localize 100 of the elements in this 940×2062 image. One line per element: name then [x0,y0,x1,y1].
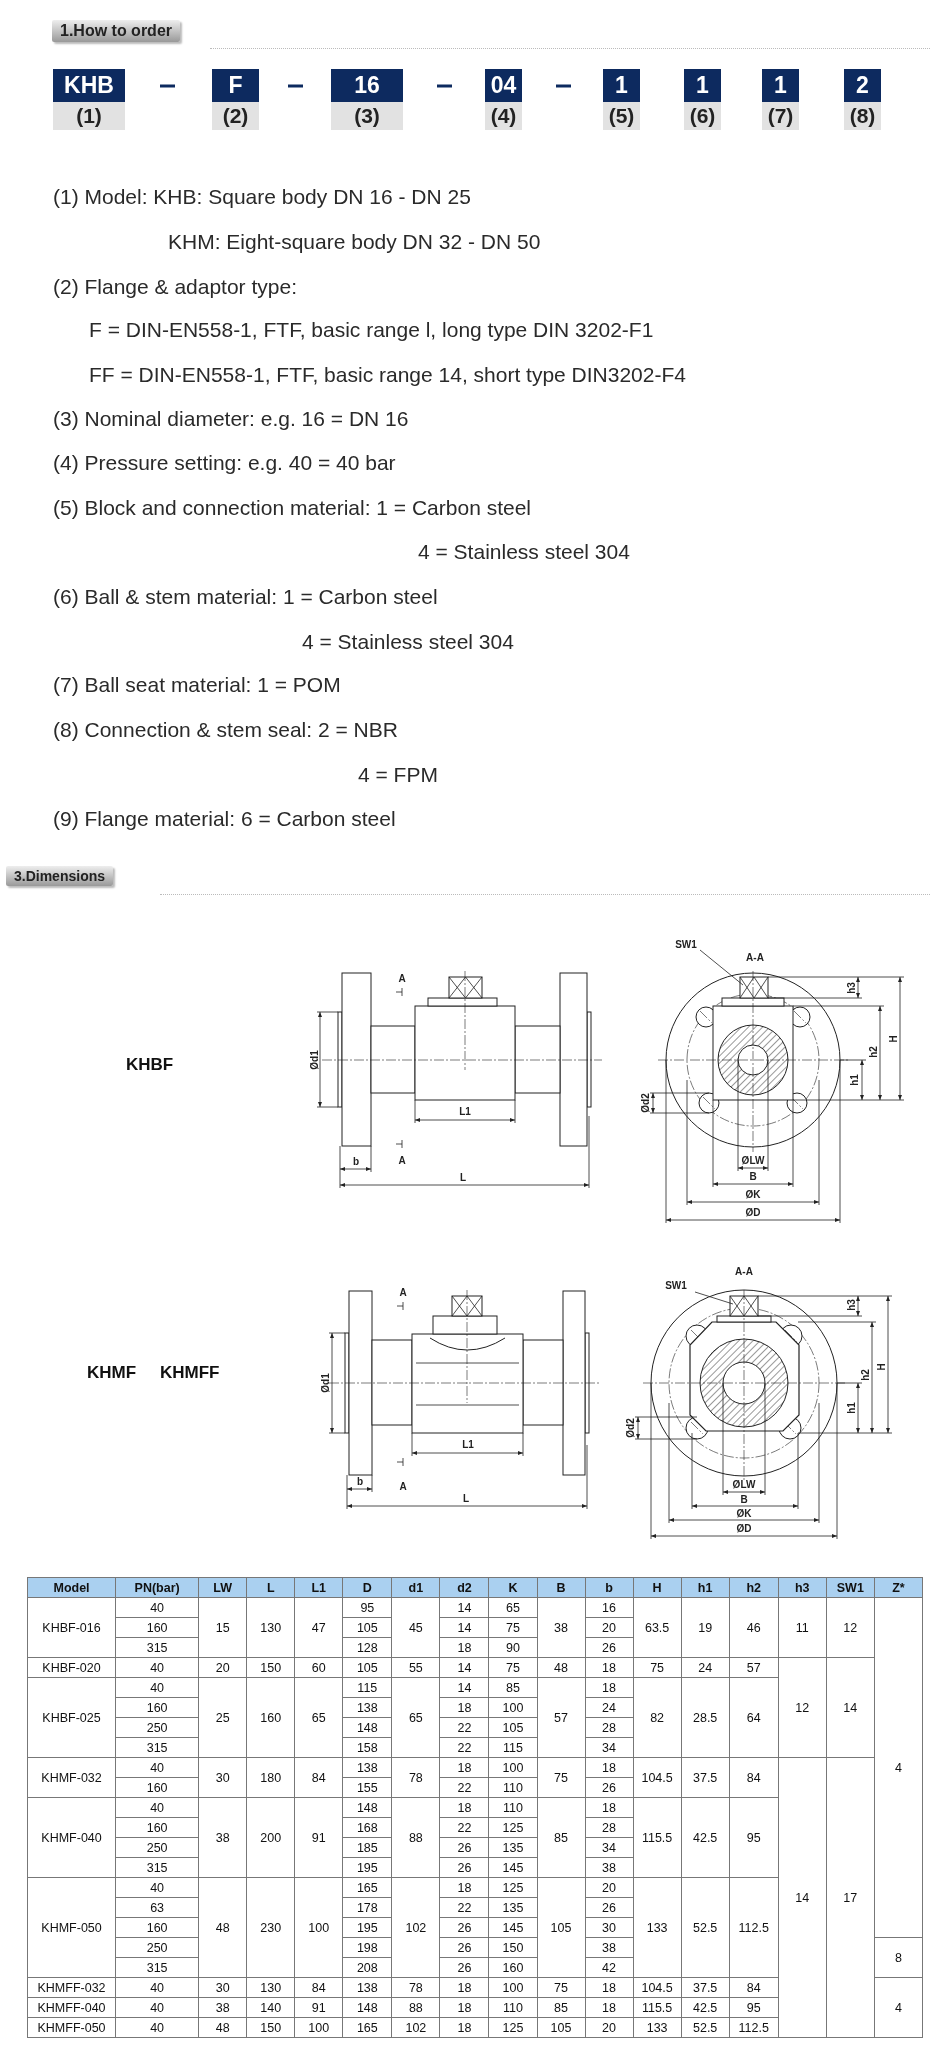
dimension-label: h1 [845,1402,857,1414]
table-cell: 100 [488,1757,537,1778]
code-box: F [212,69,259,102]
table-cell: 38 [198,1997,247,2018]
table-cell: 88 [391,1797,440,1878]
table-cell: KHBF-020 [27,1657,116,1678]
table-cell: 110 [488,1797,537,1818]
position-number: (6) [684,102,721,130]
table-cell: 12 [778,1657,827,1758]
table-cell: 30 [198,1977,247,1998]
dimension-label: Ød2 [639,1093,651,1113]
dimension-label: h3 [845,982,857,994]
table-cell: 125 [488,1877,537,1898]
option-text: KHM: Eight-square body DN 32 - DN 50 [168,230,541,254]
table-cell: 57 [729,1657,779,1678]
table-cell: 48 [198,1877,247,1978]
table-cell: 180 [246,1757,295,1798]
table-cell: 78 [391,1977,440,1998]
dimension-label: A [398,972,406,984]
table-cell: KHMF-032 [27,1757,116,1798]
column-header: b [585,1577,634,1598]
option-text: (2) Flange & adaptor type: [53,275,297,299]
option-text: (5) Block and connection material: 1 = Carbon steel [53,496,531,520]
table-cell: 200 [246,1797,295,1878]
column-header: d1 [391,1577,440,1598]
model-label: KHMFF [160,1363,220,1383]
position-number: (4) [485,102,522,130]
dimension-label: L1 [459,1105,471,1117]
dimension-label: Ød1 [308,1050,320,1070]
table-cell: 140 [246,1997,295,2018]
table-cell: 22 [439,1897,489,1918]
option-text: (6) Ball & stem material: 1 = Carbon steel [53,585,438,609]
position-number: (5) [603,102,640,130]
table-cell: 8 [874,1937,923,1978]
dimension-label: ØLW [732,1478,756,1490]
table-cell: 105 [537,2017,586,2038]
column-header: h3 [778,1577,827,1598]
table-cell: 22 [439,1737,489,1758]
table-cell: 18 [439,1637,489,1658]
table-cell: 52.5 [681,1877,730,1978]
table-cell: KHMF-050 [27,1877,116,1978]
table-cell: 130 [246,1977,295,1998]
dimension-label: ØLW [741,1154,765,1166]
table-cell: 91 [294,1797,343,1878]
column-header: K [488,1577,537,1598]
table-cell: 105 [537,1877,586,1978]
table-cell: 65 [391,1677,440,1758]
table-cell: KHMF-040 [27,1797,116,1878]
table-cell: 38 [537,1597,586,1658]
dimension-label: b [356,1475,364,1487]
table-cell: 18 [585,1977,634,1998]
table-cell: 14 [439,1617,489,1638]
table-cell: 18 [585,1677,634,1698]
table-cell: 26 [439,1837,489,1858]
option-text: F = DIN-EN558-1, FTF, basic range l, long type DIN 3202-F1 [89,318,654,342]
table-cell: 148 [342,1797,392,1818]
table-cell: 75 [537,1757,586,1798]
option-text: 4 = FPM [358,763,438,787]
table-cell: 65 [294,1677,343,1758]
table-cell: 20 [585,1877,634,1898]
column-header: Z* [874,1577,923,1598]
dimension-label: A [398,1154,406,1166]
table-cell: 20 [198,1657,247,1678]
table-cell: KHMFF-032 [27,1977,116,1998]
table-cell: 84 [294,1977,343,1998]
table-cell: 100 [294,1877,343,1978]
table-cell: 115 [342,1677,392,1698]
table-cell: 18 [585,1657,634,1678]
table-cell: 14 [439,1597,489,1618]
table-cell: 40 [115,1677,199,1698]
column-header: h2 [729,1577,779,1598]
table-cell: 85 [488,1677,537,1698]
code-box: 04 [485,69,522,102]
table-cell: 26 [439,1857,489,1878]
table-cell: 230 [246,1877,295,1978]
table-cell: 18 [585,1997,634,2018]
table-cell: 4 [874,1597,923,1938]
column-header: SW1 [826,1577,875,1598]
dimension-label: h3 [845,1299,857,1311]
column-header: H [633,1577,682,1598]
table-cell: 18 [439,1797,489,1818]
table-cell: 24 [681,1657,730,1678]
table-cell: 100 [294,2017,343,2038]
option-text: FF = DIN-EN558-1, FTF, basic range 14, short type DIN3202-F4 [89,363,686,387]
dimension-label: B [749,1170,757,1182]
table-cell: 40 [115,1797,199,1818]
table-cell: 11 [778,1597,827,1658]
table-cell: 18 [439,2017,489,2038]
column-header: h1 [681,1577,730,1598]
table-cell: 14 [439,1657,489,1678]
dimension-label: B [740,1493,748,1505]
table-cell: 75 [633,1657,682,1678]
table-cell: 28.5 [681,1677,730,1758]
dimension-label: SW1 [675,938,697,950]
table-cell: 82 [633,1677,682,1758]
table-cell: 84 [294,1757,343,1798]
table-cell: 102 [391,2017,440,2038]
table-cell: KHMFF-050 [27,2017,116,2038]
option-text: (1) Model: KHB: Square body DN 16 - DN 25 [53,185,471,209]
dimension-label: b [352,1155,360,1167]
